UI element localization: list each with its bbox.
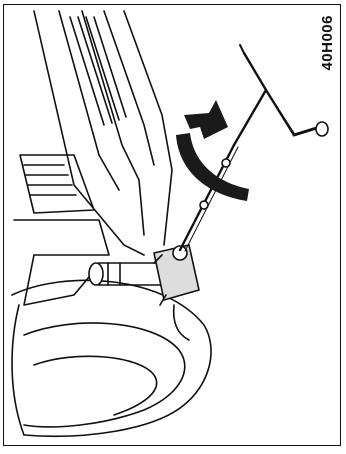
- rotation-arrow-icon: [176, 100, 249, 201]
- figure-code: 40H006: [319, 15, 336, 71]
- jack-handle-illustration: [4, 5, 342, 447]
- figure-frame: 40H006: [3, 4, 341, 446]
